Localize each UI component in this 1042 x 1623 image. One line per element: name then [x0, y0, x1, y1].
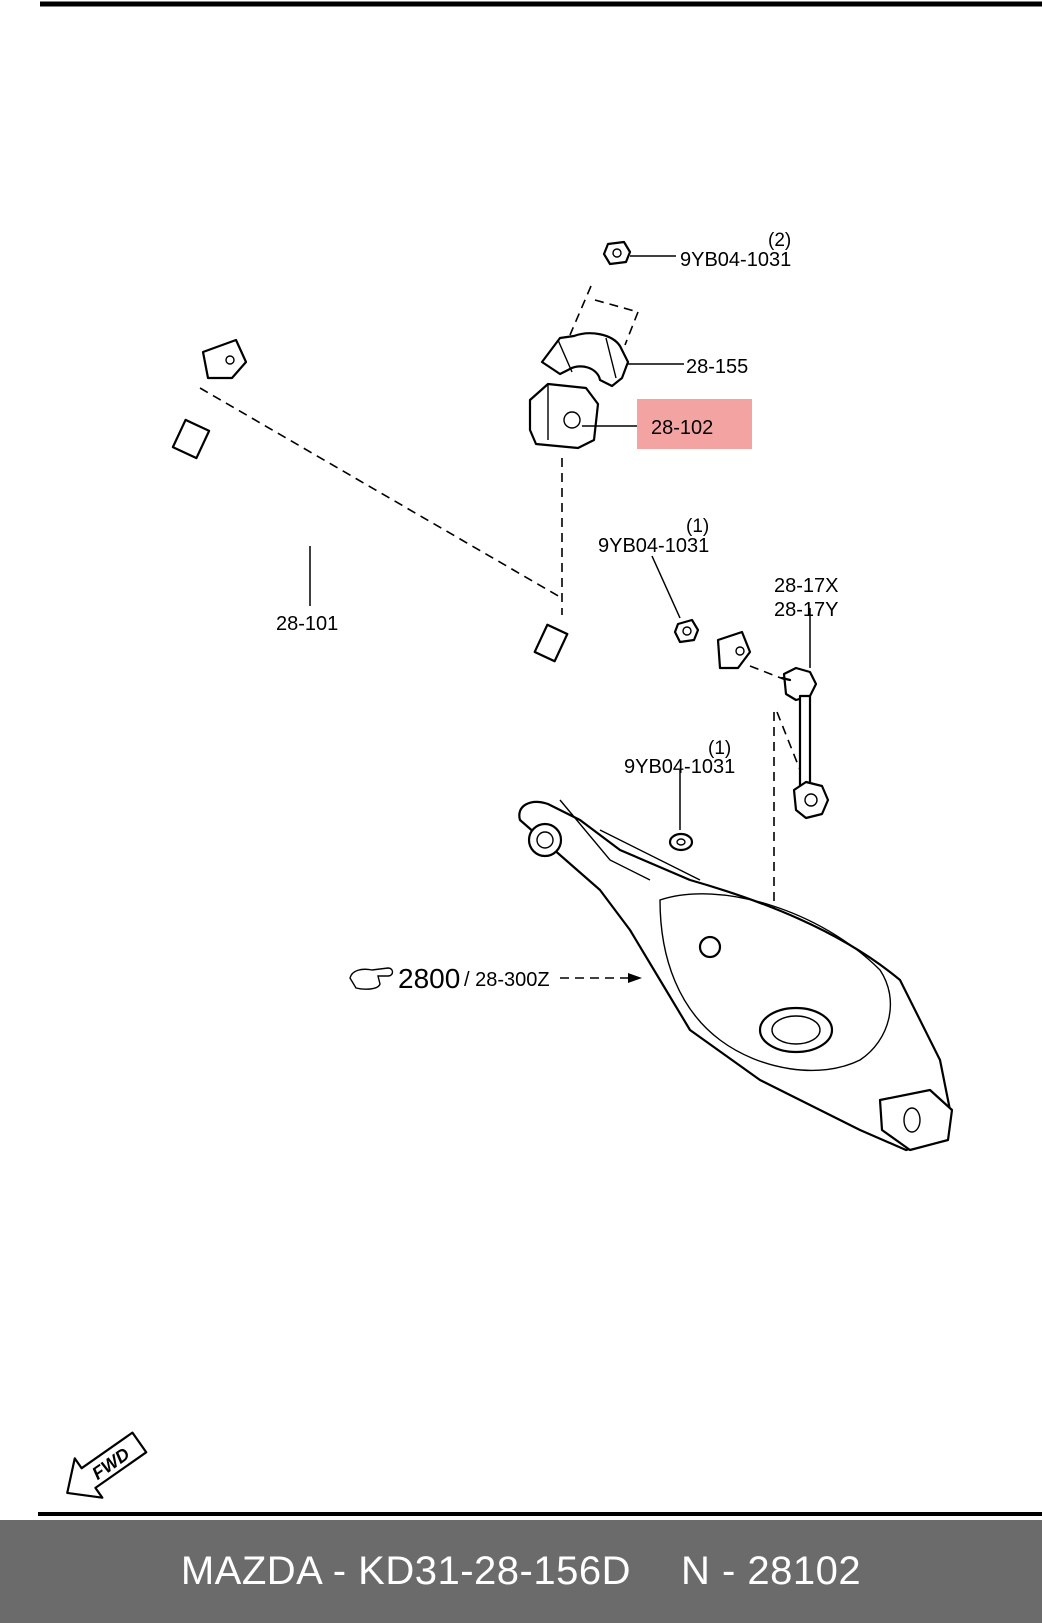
- label-link-y: 28-17Y: [774, 599, 839, 621]
- label-nut-mid: 9YB04-1031: [598, 535, 709, 557]
- forward-arrow-icon: FWD: [66, 1431, 148, 1499]
- bushing: [528, 382, 600, 450]
- label-nut-top-qty: (2): [768, 230, 791, 251]
- label-bracket: 28-155: [686, 356, 748, 378]
- label-nut-mid-qty: (1): [686, 516, 709, 537]
- bracket: [540, 332, 630, 388]
- label-ref-main: 2800: [398, 963, 460, 994]
- stabilizer-link: [780, 666, 830, 820]
- label-bushing: 28-102: [651, 417, 713, 439]
- highlight-box: [637, 399, 752, 449]
- footer-reference: N - 28102: [680, 1549, 862, 1593]
- footer-part-number: MAZDA - KD31-28-156D: [180, 1549, 631, 1593]
- pointing-hand-icon: [349, 967, 394, 990]
- footer-bar: MAZDA - KD31-28-156D N - 28102: [0, 1520, 1042, 1623]
- label-bar: 28-101: [276, 613, 338, 635]
- label-link-x: 28-17X: [774, 575, 839, 597]
- label-ref-sub: / 28-300Z: [464, 969, 550, 991]
- label-nut-low-qty: (1): [708, 738, 731, 759]
- parts-diagram: (2) 9YB04-1031 28-155 28-102 (1) 9YB04-1…: [38, 1, 1042, 1516]
- nut-top: [602, 240, 632, 266]
- label-nut-low: 9YB04-1031: [624, 756, 735, 778]
- stabilizer-bar: [119, 338, 752, 695]
- label-nut-top: 9YB04-1031: [680, 249, 791, 271]
- nut-mid: [673, 618, 700, 644]
- lower-arm: [518, 799, 954, 1152]
- washer-low: [668, 832, 694, 852]
